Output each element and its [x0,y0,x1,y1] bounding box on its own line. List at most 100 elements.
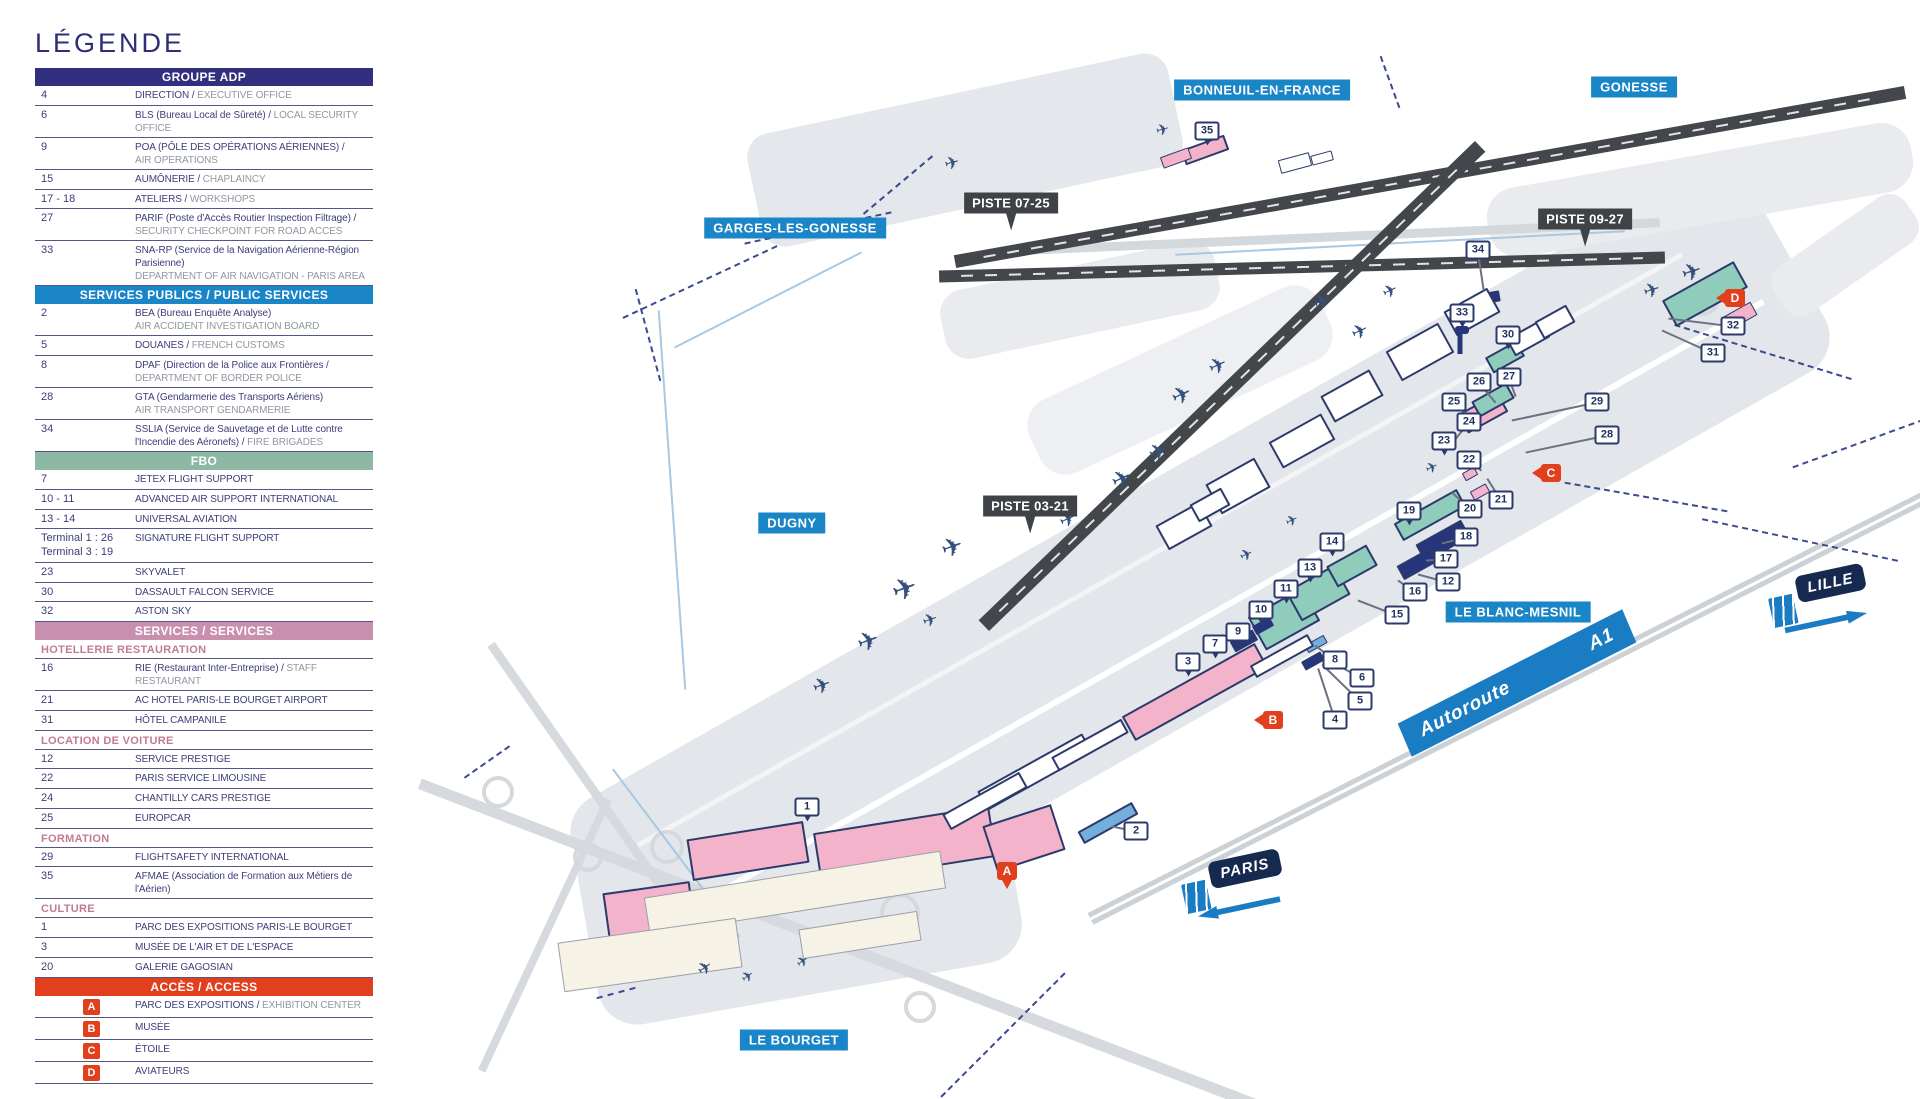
legend-label-en: AIR TRANSPORT GENDARMERIE [135,405,291,416]
map-marker-1: 1 [794,797,820,822]
city-label-garges-les-gonesse: GARGES-LES-GONESSE [704,217,886,239]
legend-label-fr: GTA (Gendarmerie des Transports Aériens) [135,392,324,403]
legend-row-number: 9 [41,140,48,153]
runway-label-pointer [1024,516,1035,534]
legend-row-label: ADVANCED AIR SUPPORT INTERNATIONAL [135,493,373,507]
motorway-icon [1180,879,1212,915]
legend-label-fr: GALERIE GAGOSIAN [135,961,233,973]
legend-label-fr: CHANTILLY CARS PRESTIGE [135,793,271,804]
legend-row: 9 POA (PÔLE DES OPÉRATIONS AÉRIENNES) / A… [35,138,373,170]
map-marker-20: 20 [1457,499,1483,519]
legend-row-number: 21 [41,694,54,706]
legend-row-label: PARIF (Poste d'Accès Routier Inspection … [135,212,373,238]
access-badge-a: A [83,998,100,1015]
map-marker-32: 32 [1720,316,1746,336]
legend-row-number: D [35,1064,135,1081]
legend-row-number: 33 [41,244,54,257]
legend-row-number: 28 [41,391,54,403]
legend-label-fr: AUMÔNERIE / [135,173,203,185]
legend-row-number: 1 [41,921,48,934]
legend-row: 22 PARIS SERVICE LIMOUSINE [35,769,373,789]
legend-label-fr: BEA (Bureau Enquête Analyse) [135,308,272,320]
roundabout [573,842,603,872]
legend-row-label: RIE (Restaurant Inter-Entreprise) / STAF… [135,662,373,688]
access-marker-b: B [1254,711,1283,729]
control-tower-icon [1455,326,1469,334]
map-marker-7: 7 [1202,634,1228,659]
legend-section-header: FBO [35,452,373,470]
legend-row-label: ASTON SKY [135,605,373,619]
legend-row-number: 3 [41,941,48,953]
legend-label-fr: DOUANES / [135,340,192,352]
map-marker-18: 18 [1453,527,1479,547]
legend-row-label: POA (PÔLE DES OPÉRATIONS AÉRIENNES) / AI… [135,141,373,167]
map-marker-8: 8 [1322,650,1348,670]
map-marker-2: 2 [1123,821,1149,841]
runway-label-pointer [1579,229,1590,247]
map-marker-5: 5 [1347,691,1373,711]
legend-row-number: 6 [41,108,48,121]
legend-label-fr: ASTON SKY [135,606,192,618]
map-marker-13: 13 [1297,558,1323,583]
legend-row-number: 10 - 11 [41,492,75,505]
legend-label-en: AIR ACCIDENT INVESTIGATION BOARD [135,321,320,333]
legend-section-header: SERVICES PUBLICS / PUBLIC SERVICES [35,286,373,305]
legend-row-label: GALERIE GAGOSIAN [135,961,373,975]
legend-label-fr: DIRECTION / [135,90,198,101]
map-marker-21: 21 [1488,490,1514,510]
access-badge-b: B [83,1020,100,1037]
legend-row-number: 25 [41,811,54,824]
legend-row-number: 22 [41,772,54,785]
map-marker-22: 22 [1456,450,1482,470]
map-marker-16: 16 [1402,582,1428,602]
map-marker-6: 6 [1349,668,1375,688]
map-marker-10: 10 [1248,600,1274,625]
building-shape [1277,152,1313,174]
map-marker-29: 29 [1584,392,1610,412]
legend-label-en: STAFF RESTAURANT [135,663,317,687]
legend-row-label: SERVICE PRESTIGE [135,753,373,767]
runway-label-piste-03-21: PISTE 03-21 [983,495,1077,534]
legend-section-header: SERVICES / SERVICES [35,622,373,640]
boundary-dashed-line [1379,55,1401,109]
roundabout [904,991,936,1023]
access-badge-c: C [83,1042,100,1059]
legend-label-en: LOCAL SECURITY OFFICE [135,109,358,134]
legend-label-en: DEPARTMENT OF AIR NAVIGATION - PARIS ARE… [135,271,365,283]
map-marker-12: 12 [1435,572,1461,592]
autoroute-number: A1 [1585,623,1618,656]
legend-row-number: 5 [41,339,48,352]
legend-label-fr: PARIF (Poste d'Accès Routier Inspection … [135,213,357,225]
legend-label-fr: AFMAE (Association de Formation aux Méti… [135,871,353,896]
map-marker-33: 33 [1449,303,1475,328]
legend-row-label: PARIS SERVICE LIMOUSINE [135,772,373,786]
legend-row-number: 12 [41,752,54,765]
map-marker-17: 17 [1433,549,1459,569]
legend-row-label: DPAF (Direction de la Police aux Frontiè… [135,359,373,385]
legend-row-number: 4 [41,89,48,101]
map-marker-30: 30 [1495,325,1521,350]
legend-subsection-label: CULTURE [35,899,373,919]
map-marker-27: 27 [1496,367,1522,387]
city-label-bonneuil-en-france: BONNEUIL-EN-FRANCE [1174,79,1350,101]
legend-row-label: DIRECTION / EXECUTIVE OFFICE [135,89,373,103]
legend-row-label: FLIGHTSAFETY INTERNATIONAL [135,851,373,865]
runway-label-piste-07-25: PISTE 07-25 [964,192,1058,231]
map-marker-31: 31 [1700,343,1726,363]
legend-label-fr: FLIGHTSAFETY INTERNATIONAL [135,851,289,863]
legend-row-label: SNA-RP (Service de la Navigation Aérienn… [135,244,373,283]
legend-row-label: HÔTEL CAMPANILE [135,714,373,728]
legend-label-fr: RIE (Restaurant Inter-Entreprise) / [135,663,287,674]
